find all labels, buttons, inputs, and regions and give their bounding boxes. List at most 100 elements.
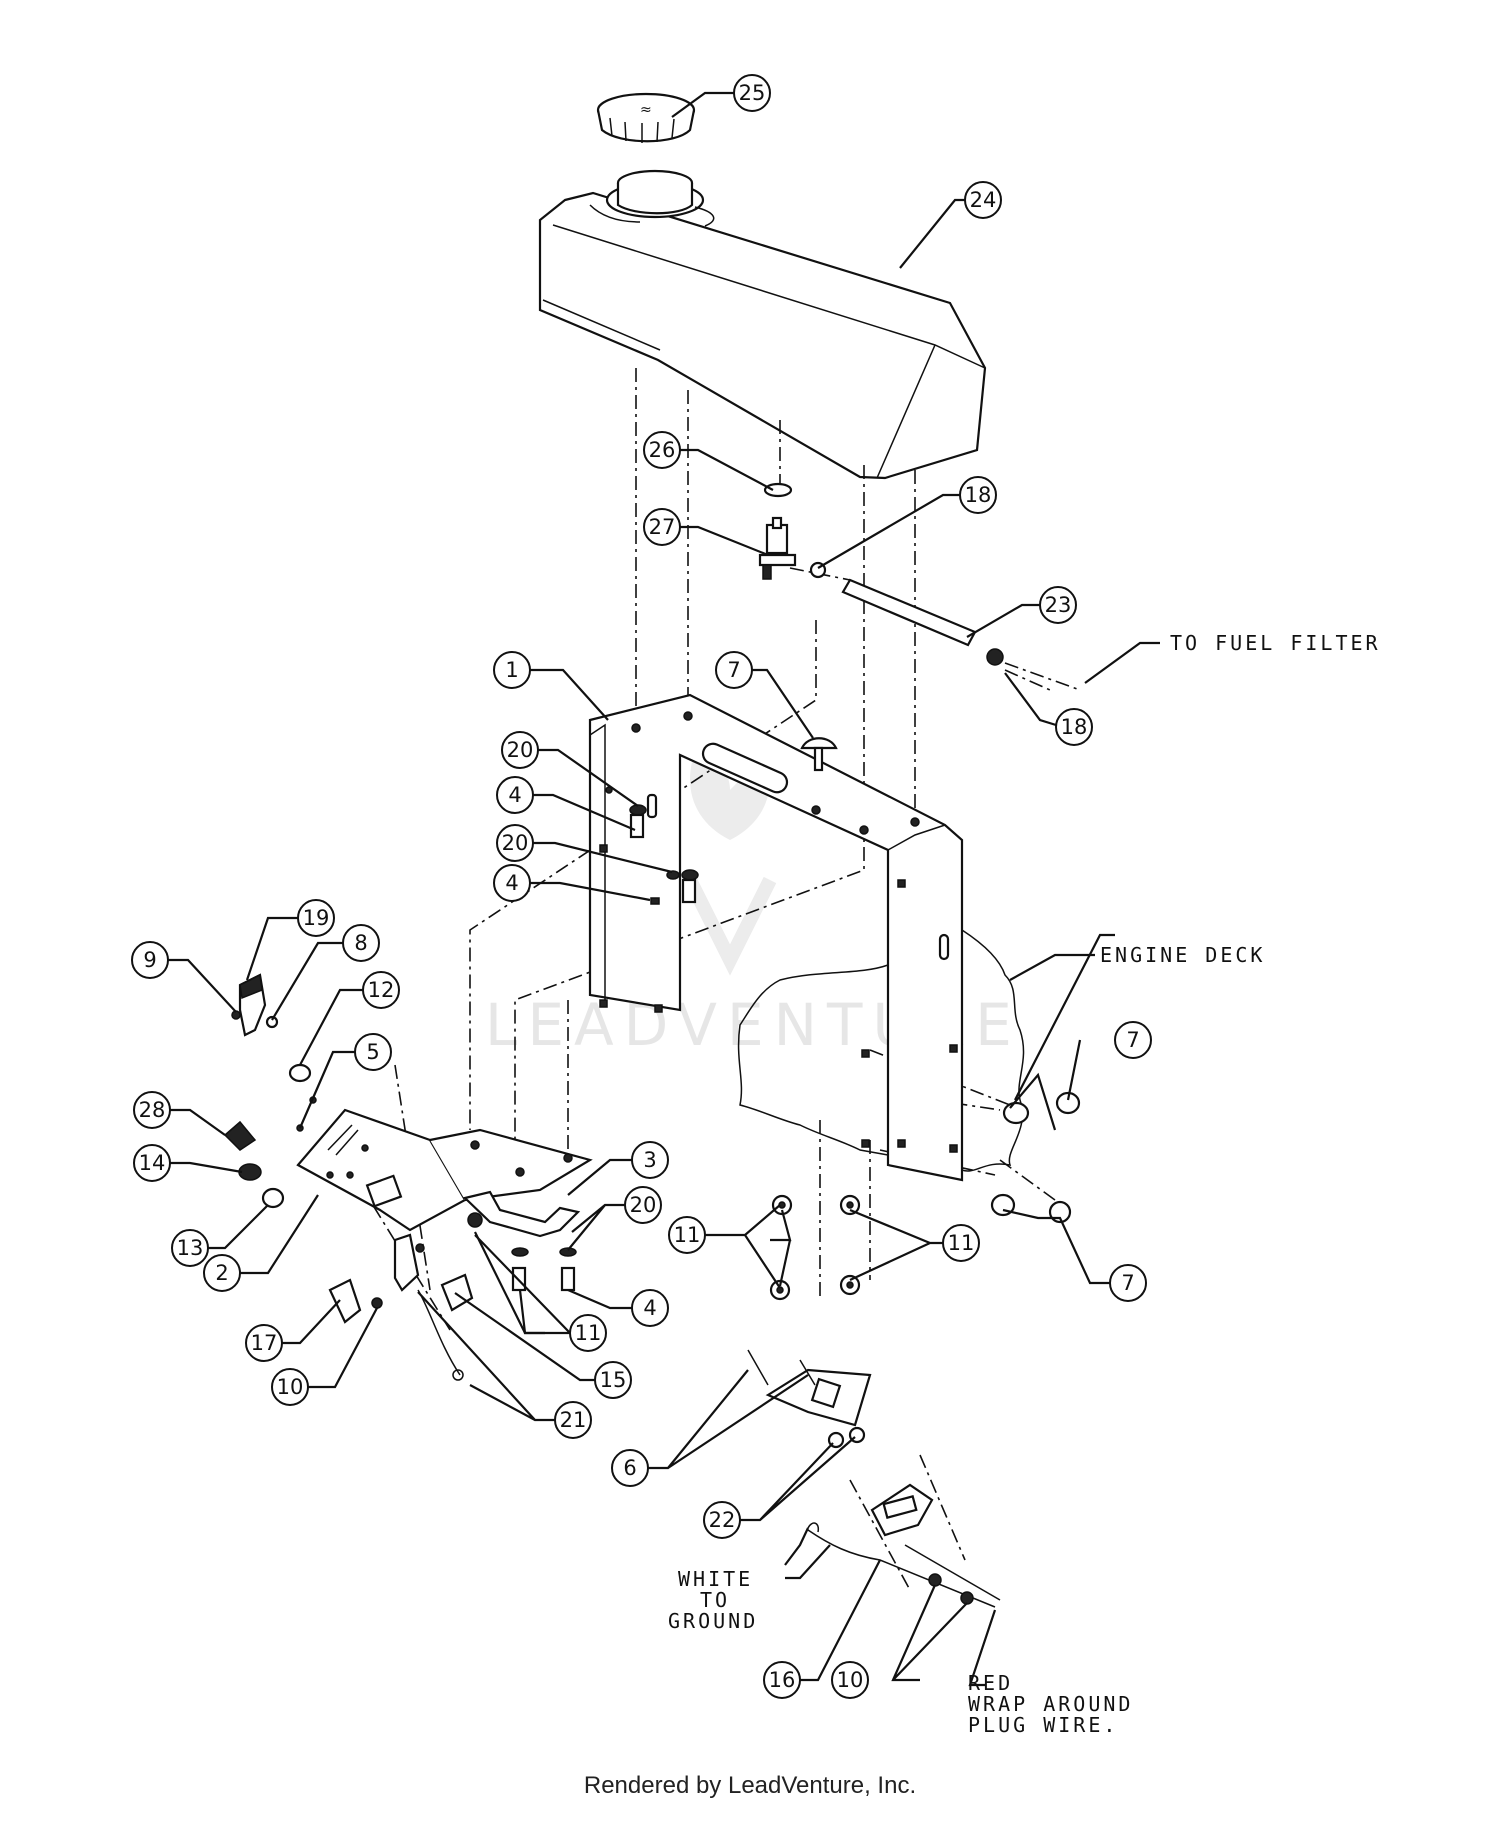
callout-18b: 18 bbox=[1055, 708, 1093, 746]
note-plug-wire: PLUG WIRE. bbox=[968, 1713, 1118, 1737]
svg-text:12: 12 bbox=[368, 978, 395, 1002]
leader-lines bbox=[168, 91, 1115, 1687]
fuel-shutoff-valve bbox=[758, 482, 827, 580]
note-red: RED bbox=[968, 1671, 1013, 1695]
svg-text:18: 18 bbox=[1061, 715, 1088, 739]
svg-text:20: 20 bbox=[507, 738, 534, 762]
svg-text:20: 20 bbox=[502, 831, 529, 855]
svg-text:25: 25 bbox=[739, 81, 766, 105]
callout-9: 9 bbox=[131, 941, 169, 979]
svg-text:7: 7 bbox=[1126, 1028, 1139, 1052]
svg-text:16: 16 bbox=[769, 1668, 796, 1692]
callout-16: 16 bbox=[763, 1661, 801, 1699]
svg-text:23: 23 bbox=[1045, 593, 1072, 617]
svg-text:7: 7 bbox=[1121, 1271, 1134, 1295]
svg-text:20: 20 bbox=[630, 1193, 657, 1217]
callout-7c: 7 bbox=[1109, 1264, 1147, 1302]
svg-text:10: 10 bbox=[277, 1375, 304, 1399]
callout-19: 19 bbox=[297, 899, 335, 937]
svg-text:21: 21 bbox=[560, 1408, 587, 1432]
fuel-filter-leader bbox=[1084, 641, 1160, 684]
throttle-controls bbox=[223, 973, 474, 1381]
callout-14: 14 bbox=[133, 1144, 171, 1182]
white-to-ground-leader bbox=[785, 1544, 831, 1580]
callout-28: 28 bbox=[133, 1091, 171, 1129]
svg-text:18: 18 bbox=[965, 483, 992, 507]
svg-text:4: 4 bbox=[505, 871, 518, 895]
callout-17: 17 bbox=[245, 1324, 283, 1362]
fuel-cap: ≈ bbox=[596, 92, 696, 143]
throttle-rod bbox=[462, 1190, 581, 1292]
callout-5: 5 bbox=[354, 1033, 392, 1071]
note-white: WHITE bbox=[678, 1567, 753, 1591]
engine-deck-leader bbox=[1009, 953, 1095, 981]
callout-4c: 4 bbox=[631, 1289, 669, 1327]
callout-22: 22 bbox=[703, 1501, 741, 1539]
control-plate bbox=[296, 1096, 593, 1232]
callout-15: 15 bbox=[594, 1361, 632, 1399]
callout-4b: 4 bbox=[493, 864, 531, 902]
callout-24: 24 bbox=[964, 181, 1002, 219]
svg-text:28: 28 bbox=[139, 1098, 166, 1122]
callout-21: 21 bbox=[554, 1401, 592, 1439]
svg-text:15: 15 bbox=[600, 1368, 627, 1392]
callout-12: 12 bbox=[362, 971, 400, 1009]
svg-text:22: 22 bbox=[709, 1508, 736, 1532]
callout-23: 23 bbox=[1039, 586, 1077, 624]
callout-10: 10 bbox=[271, 1368, 309, 1406]
svg-text:27: 27 bbox=[649, 515, 676, 539]
svg-text:2: 2 bbox=[215, 1261, 228, 1285]
svg-text:1: 1 bbox=[505, 658, 518, 682]
svg-text:4: 4 bbox=[508, 783, 521, 807]
callout-4: 4 bbox=[496, 776, 534, 814]
note-wrap-around: WRAP AROUND bbox=[968, 1692, 1133, 1716]
callout-20c: 20 bbox=[624, 1186, 662, 1224]
callout-11: 11 bbox=[668, 1216, 706, 1254]
callout-13: 13 bbox=[171, 1229, 209, 1267]
note-to: TO bbox=[700, 1588, 730, 1612]
tank-bracket bbox=[588, 693, 964, 1182]
svg-text:13: 13 bbox=[177, 1236, 204, 1260]
svg-text:6: 6 bbox=[623, 1456, 636, 1480]
callout-27: 27 bbox=[643, 508, 681, 546]
callout-10b: 10 bbox=[831, 1661, 869, 1699]
svg-text:11: 11 bbox=[674, 1223, 701, 1247]
svg-text:7: 7 bbox=[727, 658, 740, 682]
svg-text:8: 8 bbox=[354, 931, 367, 955]
svg-text:≈: ≈ bbox=[640, 102, 652, 118]
svg-text:9: 9 bbox=[143, 948, 156, 972]
svg-text:11: 11 bbox=[948, 1231, 975, 1255]
svg-text:17: 17 bbox=[251, 1331, 278, 1355]
callout-7: 7 bbox=[715, 651, 753, 689]
footer-credit: Rendered by LeadVenture, Inc. bbox=[583, 1772, 917, 1799]
svg-text:5: 5 bbox=[366, 1040, 379, 1064]
svg-text:24: 24 bbox=[970, 188, 997, 212]
callout-6: 6 bbox=[611, 1449, 649, 1487]
callout-18: 18 bbox=[959, 476, 997, 514]
callout-2: 2 bbox=[203, 1254, 241, 1292]
callout-20: 20 bbox=[501, 731, 539, 769]
callout-11b: 11 bbox=[942, 1224, 980, 1262]
callout-26: 26 bbox=[643, 431, 681, 469]
fuel-tank bbox=[538, 169, 987, 480]
fuel-hose bbox=[841, 578, 1081, 691]
callout-8: 8 bbox=[342, 924, 380, 962]
callout-1: 1 bbox=[493, 651, 531, 689]
svg-text:26: 26 bbox=[649, 438, 676, 462]
svg-text:14: 14 bbox=[139, 1151, 166, 1175]
svg-text:4: 4 bbox=[643, 1296, 656, 1320]
engine-deck bbox=[737, 929, 1025, 1172]
callout-11c: 11 bbox=[569, 1314, 607, 1352]
note-ground: GROUND bbox=[668, 1609, 758, 1633]
callout-3: 3 bbox=[631, 1141, 669, 1179]
svg-text:19: 19 bbox=[303, 906, 330, 930]
callout-7b: 7 bbox=[1114, 1021, 1152, 1059]
note-engine-deck: ENGINE DECK bbox=[1100, 943, 1265, 967]
svg-text:11: 11 bbox=[575, 1321, 602, 1345]
svg-text:10: 10 bbox=[837, 1668, 864, 1692]
svg-text:3: 3 bbox=[643, 1148, 656, 1172]
watermark-v-icon bbox=[683, 876, 777, 976]
callout-20b: 20 bbox=[496, 824, 534, 862]
callout-25: 25 bbox=[733, 74, 771, 112]
